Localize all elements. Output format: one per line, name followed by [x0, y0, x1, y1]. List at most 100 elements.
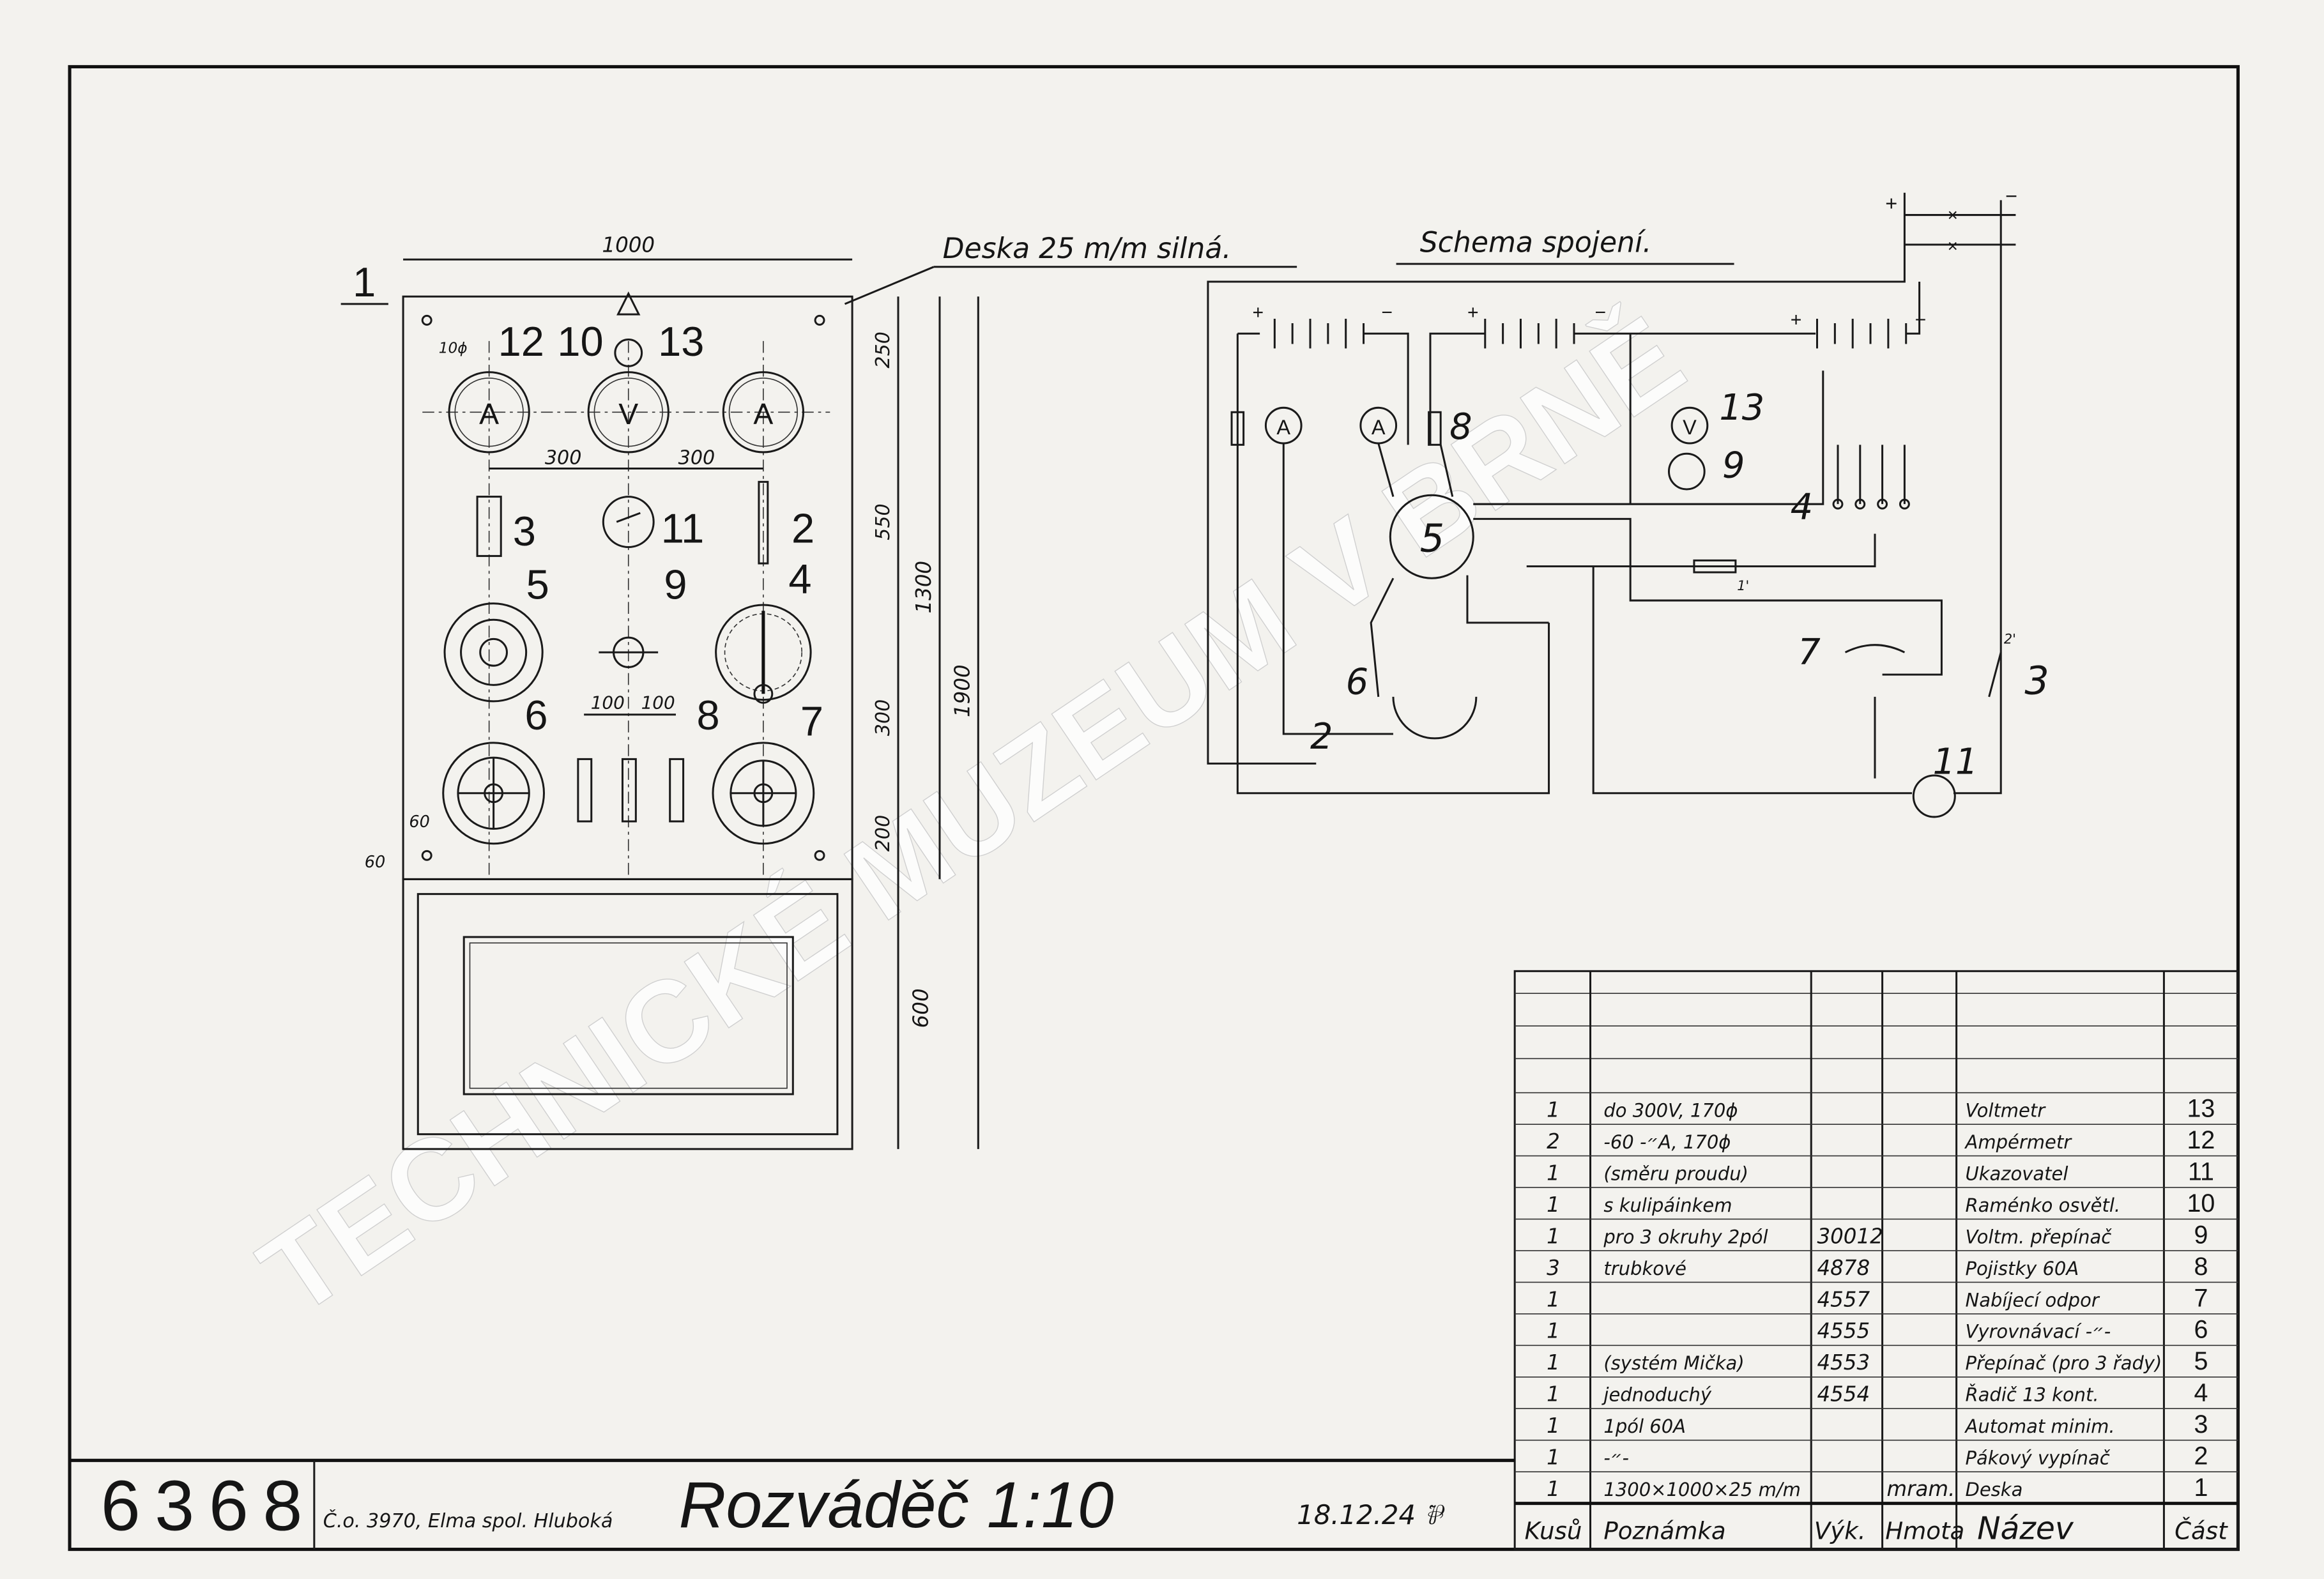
table-cell: do 300V, 170ϕ [1603, 1100, 1738, 1122]
table-header: Kusů [1525, 1517, 1582, 1545]
fuse-icon [669, 758, 685, 823]
table-cell: s kulipáinkem [1603, 1194, 1732, 1216]
dimension-text: 300 [678, 447, 715, 469]
table-cell: 30012 [1817, 1224, 1883, 1248]
part-label: 6 [524, 692, 547, 738]
table-cell: 1pól 60A [1603, 1415, 1686, 1437]
plus-sign: + [1253, 302, 1264, 323]
schema-label: 11 [1932, 742, 1978, 783]
schema-label: A [1372, 416, 1386, 439]
cross-mark: × [1948, 236, 1958, 256]
dimension-text: 1000 [602, 233, 655, 257]
table-cell: 3 [1547, 1256, 1560, 1280]
table-cell: 4554 [1817, 1382, 1870, 1407]
part-label: 12 [498, 318, 544, 365]
part-label: 3 [513, 508, 536, 554]
part-label: 11 [661, 505, 704, 552]
drawing-title: Rozváděč 1:10 [679, 1468, 1114, 1541]
panel-thickness-note: Deska 25 m/m silná. [943, 233, 1232, 265]
minus-sign: − [1594, 302, 1606, 323]
plus-sign: + [1791, 310, 1802, 331]
table-cell: jednoduchý [1601, 1384, 1712, 1406]
plus-sign: + [1885, 192, 1897, 215]
table-cell: 1 [1547, 1477, 1560, 1501]
table-cell: (systém Mička) [1603, 1352, 1744, 1374]
table-cell: 1 [1547, 1446, 1560, 1470]
table-cell: 7 [2194, 1284, 2208, 1312]
part-label: 9 [664, 561, 687, 608]
table-cell: Přepínač (pro 3 řady) [1966, 1352, 2162, 1374]
sheet-border [68, 65, 2240, 1552]
ammeter-right-icon [722, 371, 805, 454]
dimension-text: 550 [872, 503, 894, 540]
table-cell: 1 [1547, 1161, 1560, 1185]
part-label: 5 [526, 561, 549, 608]
table-cell: Voltmetr [1966, 1100, 2047, 1122]
meter-label: V [618, 397, 638, 431]
equalizing-resistor-icon [442, 742, 546, 845]
table-cell: Pojistky 60A [1966, 1258, 2079, 1279]
table-cell: -״- 60A, 170ϕ [1603, 1131, 1731, 1153]
table-cell: 5 [2194, 1347, 2208, 1375]
schema-label: 2' [2004, 631, 2016, 646]
table-cell: 1 [1547, 1193, 1560, 1217]
schema-label: A [1276, 416, 1290, 439]
dimension-text: 300 [872, 699, 894, 736]
voltmeter-icon [587, 371, 669, 454]
dimension-text: 600 [908, 988, 933, 1028]
dimension-text: 250 [872, 332, 894, 369]
part-label: 2 [791, 505, 814, 552]
schema-label: 4 [1791, 486, 1813, 528]
schema-label: 6 [1346, 661, 1368, 703]
table-cell: 1 [1547, 1287, 1560, 1311]
minus-sign: − [1915, 310, 1927, 331]
table-cell: 1 [1547, 1382, 1560, 1407]
table-cell: 6 [2194, 1316, 2208, 1344]
table-cell: (směru proudu) [1603, 1163, 1748, 1184]
table-cell: Ampérmetr [1964, 1131, 2073, 1153]
part-label: 8 [696, 692, 719, 738]
ammeter-left-icon [448, 371, 530, 454]
table-cell: 4553 [1817, 1350, 1870, 1375]
schema-label: 8 [1449, 406, 1472, 448]
table-cell: 9 [2194, 1221, 2208, 1249]
panel-part-labels: 1 12 10 13 3 11 2 5 9 4 6 8 7 [340, 259, 823, 744]
table-cell: -״- [1603, 1447, 1629, 1469]
lever-switch-icon [758, 480, 769, 565]
table-cell: 2 [2194, 1442, 2208, 1470]
table-cell: 4 [2194, 1379, 2208, 1407]
table-cell: 2 [1547, 1129, 1560, 1154]
table-header: Část [2175, 1516, 2228, 1545]
plus-sign: + [1467, 302, 1479, 323]
schema-labels: + − + − + − + − × × 13 9 8 5 4 7 6 2 3 1… [1253, 185, 2049, 783]
table-cell: 1 [1547, 1319, 1560, 1343]
table-cell: 10 [2187, 1189, 2215, 1217]
table-cell: 1 [1547, 1224, 1560, 1248]
panel-front-view: A V A [402, 291, 853, 1150]
dimension-text: 10ϕ [439, 339, 468, 356]
fuse-icon [621, 758, 637, 823]
table-cell: Pákový vypínač [1966, 1447, 2111, 1469]
table-header: Poznámka [1603, 1517, 1725, 1545]
schema-label: 5 [1420, 516, 1444, 561]
table-cell: Ukazovatel [1966, 1163, 2068, 1184]
table-cell: Automat minim. [1964, 1415, 2115, 1437]
schema-label: 7 [1798, 632, 1820, 673]
table-cell: 12 [2187, 1126, 2215, 1154]
part-label: 1 [353, 259, 376, 305]
lamp-arm-icon [614, 339, 643, 367]
table-cell: 3 [2194, 1410, 2208, 1438]
date-signature: 18.12.24 ⅌ [1297, 1499, 1444, 1530]
schema-label: 2 [1310, 716, 1333, 758]
table-cell: 4557 [1817, 1287, 1870, 1311]
controller-13-contacts-icon [715, 604, 812, 701]
table-cell: trubkové [1603, 1258, 1686, 1279]
table-cell: 1 [2194, 1474, 2208, 1502]
table-cell: 13 [2187, 1095, 2215, 1123]
table-cell: 1 [1547, 1098, 1560, 1122]
table-header: Výk. [1814, 1517, 1866, 1545]
meter-label: A [753, 397, 773, 431]
minus-sign: − [2005, 185, 2017, 208]
